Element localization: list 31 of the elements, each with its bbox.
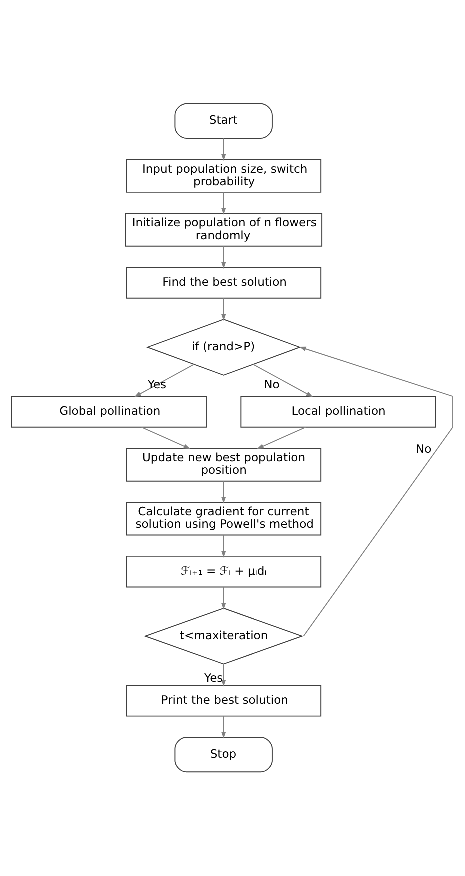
arrow — [253, 364, 314, 398]
arrow — [221, 534, 226, 558]
node-diamond: t<maxiteration — [144, 608, 304, 665]
node-diamond: if (rand>P) — [146, 319, 302, 376]
arrow — [134, 364, 194, 398]
arrow — [221, 298, 226, 321]
edge-label: No — [416, 442, 432, 456]
node-box: Print the best solution — [126, 685, 322, 717]
edge-label: Yes — [204, 670, 224, 685]
arrow — [221, 586, 226, 610]
node-box: ℱᵢ₊₁ = ℱᵢ + μᵢdᵢ — [126, 556, 322, 588]
arrow — [257, 426, 306, 450]
arrow — [221, 138, 226, 162]
node-box: Input population size, switch probability — [126, 159, 322, 193]
node-box: Start — [174, 103, 273, 139]
node-box: Stop — [174, 737, 273, 773]
arrow — [141, 426, 191, 450]
arrow — [221, 664, 226, 687]
node-box: Find the best solution — [126, 267, 322, 299]
arrow — [299, 346, 454, 637]
arrow — [221, 716, 226, 739]
arrow — [221, 481, 226, 504]
arrow — [221, 192, 226, 215]
node-box: Global pollination — [12, 396, 207, 428]
edge-label: Yes — [148, 378, 167, 392]
edge-label: No — [264, 378, 280, 392]
node-box: Update new best population position — [126, 448, 322, 482]
node-box: Initialize population of n flowers randomly — [125, 213, 323, 247]
arrow — [221, 246, 226, 269]
node-box: Local pollination — [240, 396, 436, 428]
node-box: Calculate gradient for current solution using Powell's method — [126, 502, 322, 536]
